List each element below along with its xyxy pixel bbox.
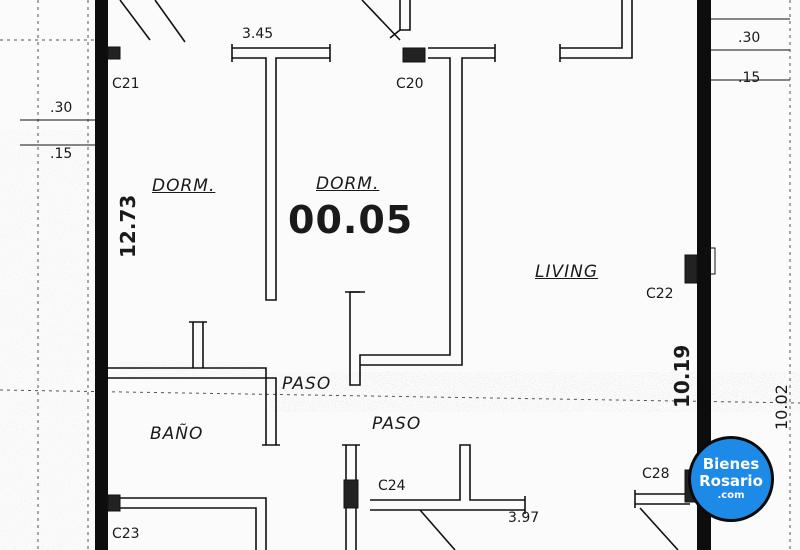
column-c23 bbox=[107, 494, 121, 512]
wall-diagonal bbox=[154, 0, 186, 43]
dimension-bottom-width: 3.97 bbox=[508, 510, 540, 526]
logo-line-1: Bienes bbox=[702, 455, 760, 473]
column-label-c20: C20 bbox=[396, 76, 424, 92]
wall-diagonal bbox=[119, 0, 151, 41]
column-c24 bbox=[343, 479, 359, 509]
dashed-reference-line bbox=[0, 389, 800, 404]
scan-noise-left bbox=[0, 130, 95, 550]
wall-bottom-left bbox=[118, 497, 267, 550]
column-label-c21: C21 bbox=[112, 76, 140, 92]
dimension-right-height: 10.19 bbox=[670, 344, 694, 408]
column-c20 bbox=[402, 47, 426, 63]
room-label-bano: BAÑO bbox=[150, 424, 204, 444]
wall-top-center bbox=[232, 57, 330, 301]
wall-bottom-left bbox=[118, 507, 257, 550]
column-label-c22: C22 bbox=[646, 286, 674, 302]
column-c22 bbox=[684, 254, 698, 284]
room-label-paso-left: PASO bbox=[282, 374, 332, 394]
dimension-right-15: .15 bbox=[738, 70, 761, 86]
wall-top-stub bbox=[399, 0, 411, 31]
column-c21 bbox=[107, 46, 121, 60]
column-label-c24: C24 bbox=[378, 478, 406, 494]
dimension-far-right-height: 10.02 bbox=[772, 384, 791, 430]
dimension-right-30: .30 bbox=[738, 30, 761, 46]
room-label-dorm-center: DORM. bbox=[316, 174, 380, 194]
scan-smear-band bbox=[270, 372, 800, 412]
dimension-left-height: 12.73 bbox=[116, 194, 140, 258]
column-label-c23: C23 bbox=[112, 526, 140, 542]
wall-bathroom bbox=[108, 367, 267, 445]
wall-diagonal bbox=[419, 509, 456, 550]
dimension-left-30: .30 bbox=[50, 100, 73, 116]
bienes-rosario-logo: Bienes Rosario .com bbox=[688, 436, 774, 522]
wall-diagonal bbox=[639, 507, 679, 550]
wall-center-right bbox=[360, 57, 495, 366]
wall-top-right bbox=[560, 0, 623, 49]
plan-code: 00.05 bbox=[288, 198, 414, 242]
wall-top-right bbox=[560, 0, 633, 59]
room-label-paso-center: PASO bbox=[372, 414, 422, 434]
electrical-mark bbox=[705, 247, 716, 275]
wall-bottom-center-h bbox=[370, 444, 525, 501]
scan-noise-bath bbox=[110, 362, 270, 380]
wall-diagonal bbox=[361, 0, 401, 41]
room-label-dorm-left: DORM. bbox=[152, 176, 216, 196]
logo-line-3: .com bbox=[717, 490, 745, 501]
column-label-c28: C28 bbox=[642, 466, 670, 482]
dimension-left-15: .15 bbox=[50, 146, 73, 162]
logo-line-2: Rosario bbox=[699, 472, 763, 490]
dimension-top-width: 3.45 bbox=[242, 26, 274, 42]
wall-center-left bbox=[349, 57, 451, 386]
exterior-wall-right bbox=[697, 0, 711, 550]
room-label-living: LIVING bbox=[535, 262, 599, 282]
wall-bathroom bbox=[108, 377, 277, 445]
exterior-wall-left bbox=[95, 0, 108, 550]
